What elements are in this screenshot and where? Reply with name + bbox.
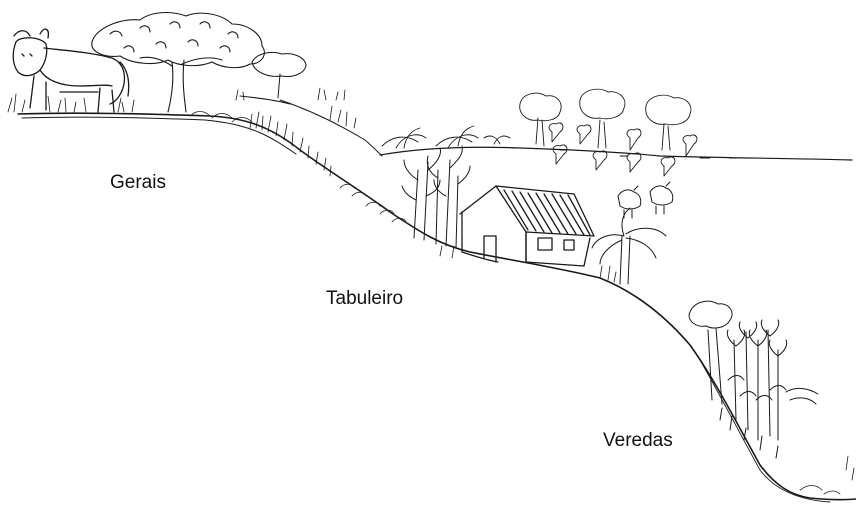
- sugarcane-drawing: [401, 145, 471, 249]
- zone-label-tabuleiro: Tabuleiro: [326, 288, 404, 309]
- distant-ridge-line: [379, 146, 853, 161]
- house-drawing: [459, 185, 595, 267]
- cow-drawing: [12, 28, 130, 113]
- zone-label-veredas: Veredas: [603, 430, 673, 451]
- zone-label-gerais: Gerais: [110, 172, 166, 193]
- chickens-drawing: [617, 181, 674, 219]
- vereda-palms-drawing: [688, 300, 819, 459]
- distant-trees-drawing: [511, 88, 737, 177]
- large-tree-drawing: [91, 11, 265, 113]
- terrain-slope-line: [17, 112, 856, 501]
